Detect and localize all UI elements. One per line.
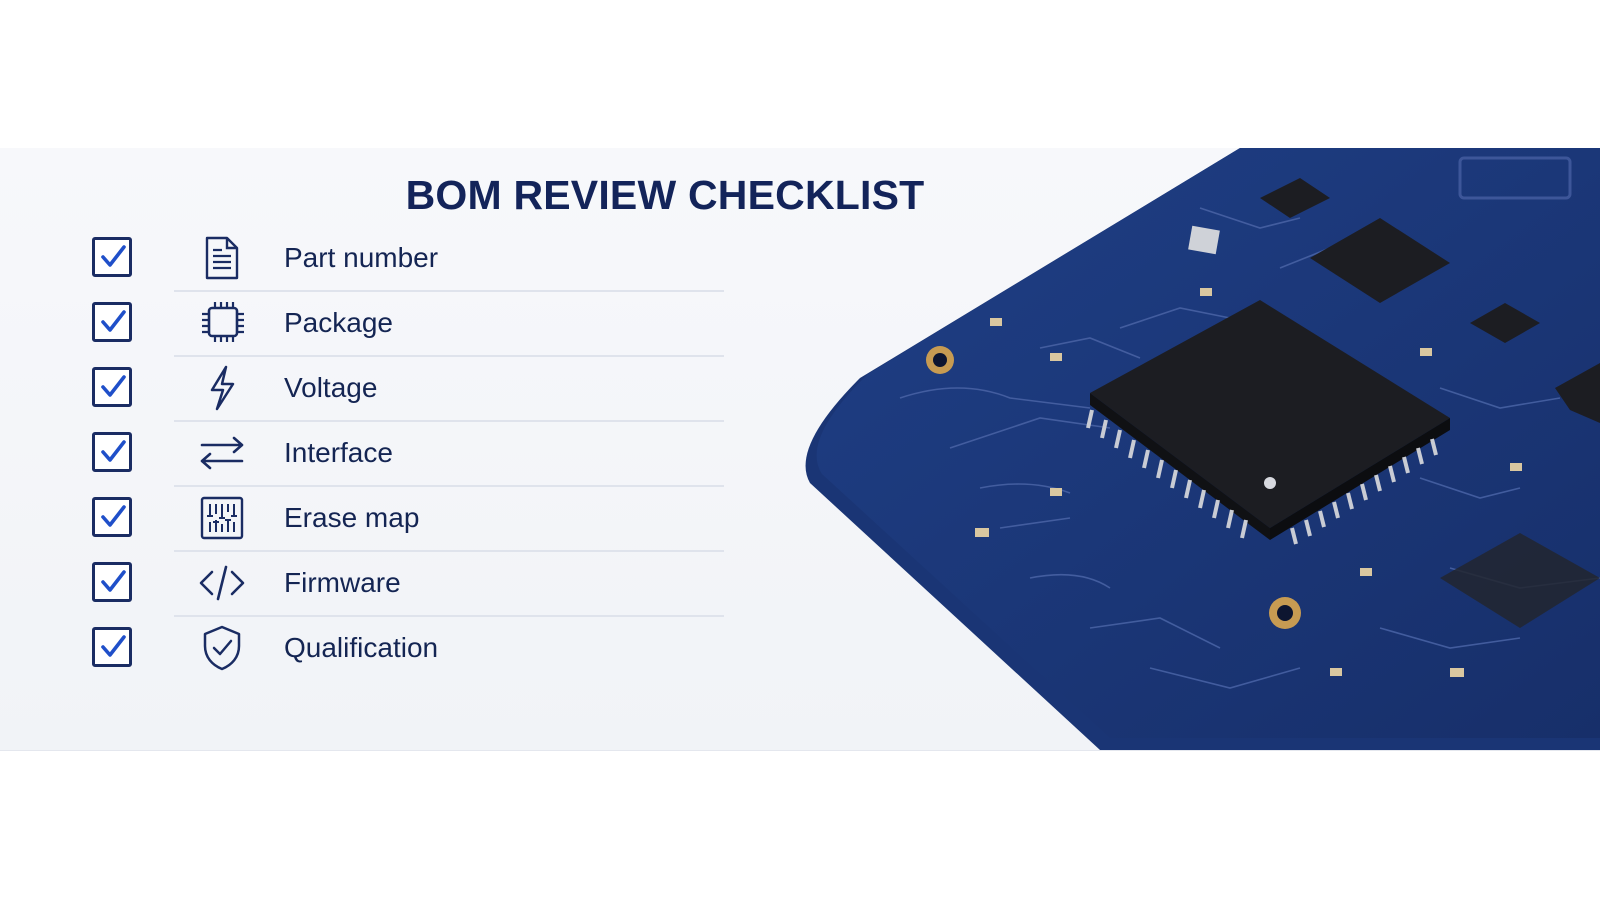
divider [174,550,724,552]
checkmark-icon [101,245,126,267]
divider [174,615,724,617]
item-label-voltage: Voltage [284,372,378,403]
item-label-firmware: Firmware [284,567,401,598]
item-label-erase-map: Erase map [284,502,420,533]
code-icon [199,565,245,601]
checkbox[interactable] [92,627,132,667]
divider [174,355,724,357]
divider [174,485,724,487]
page-title: BOM REVIEW CHECKLIST [405,172,925,218]
list-item: Firmware [0,551,740,617]
item-label-interface: Interface [284,437,393,468]
item-label-part-number: Part number [284,242,439,273]
checkbox[interactable] [92,302,132,342]
checkbox[interactable] [92,497,132,537]
checkmark-icon [101,570,126,592]
item-label-package: Package [284,307,393,338]
divider [174,420,724,422]
list-item: Interface [0,421,740,487]
lightning-icon [210,365,235,411]
item-label-qualification: Qualification [284,632,439,663]
checkmark-icon [101,505,126,527]
checkmark-icon [101,375,126,397]
pcb-board-image [805,148,1600,750]
list-item: Voltage [0,356,740,422]
chip-icon [202,302,244,342]
list-item: Package [0,291,740,357]
list-item: Qualification [0,616,740,681]
checklist-banner: BOM REVIEW CHECKLIST Part number [0,148,1600,751]
shield-check-icon [203,625,241,671]
document-icon [205,236,239,280]
checkbox[interactable] [92,562,132,602]
checkmark-icon [101,310,126,332]
swap-arrows-icon [200,436,244,470]
checkbox[interactable] [92,237,132,277]
list-item: Part number [0,226,740,292]
checkbox[interactable] [92,367,132,407]
divider [174,290,724,292]
list-item: Erase map [0,486,740,552]
checkbox[interactable] [92,432,132,472]
checkmark-icon [101,440,126,462]
memory-grid-icon [200,496,244,540]
checkmark-icon [101,635,126,657]
